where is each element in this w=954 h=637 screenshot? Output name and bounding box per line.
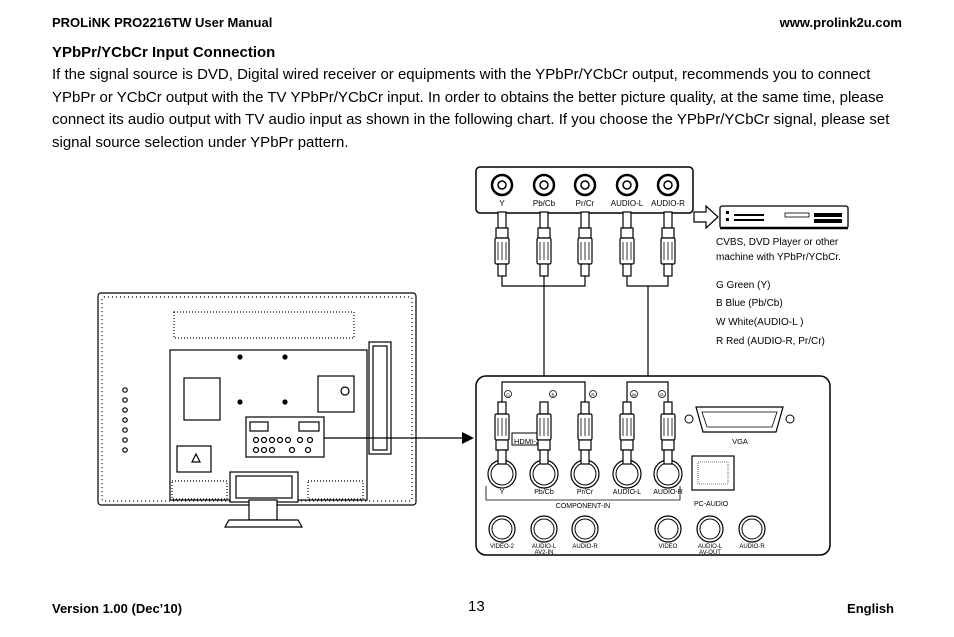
section-title: YPbPr/YCbCr Input Connection: [52, 44, 276, 61]
av2-label-audio-l: AUDIO-L: [532, 544, 557, 550]
legend-item-white: W White(AUDIO-L ): [716, 317, 803, 328]
source-jack-label-audio-l: AUDIO-L: [611, 199, 644, 208]
page-number: 13: [468, 598, 485, 615]
source-jack-label-pb: Pb/Cb: [533, 199, 556, 208]
source-jack-label-audio-r: AUDIO-R: [651, 199, 685, 208]
plug-letter-y: G: [506, 393, 510, 398]
pc-audio-port: PC-AUDIO: [691, 455, 735, 508]
arrow-to-player: [693, 204, 719, 230]
panel-cables: [501, 381, 669, 402]
avout-label-video: VIDEO: [659, 544, 678, 550]
source-jack-label-y: Y: [499, 199, 505, 208]
dvd-player-icon: [719, 205, 849, 230]
component-jacks: Y Pb/Cb Pr/Cr AUDIO-L AUDIO-R COMPONENT-…: [485, 459, 683, 510]
source-jack-audio-l: AUDIO-L: [611, 173, 644, 208]
section-paragraph: If the signal source is DVD, Digital wir…: [52, 66, 890, 151]
hdmi-label: HDMI-2: [514, 437, 540, 446]
av2-label-audio-r: AUDIO-R: [572, 544, 598, 550]
manual-title: PROLiNK PRO2216TW User Manual: [52, 15, 273, 30]
avout-label-audio-r: AUDIO-R: [739, 544, 765, 550]
player-caption-line1: CVBS, DVD Player or other: [716, 237, 839, 248]
tv-rear-illustration: [97, 292, 417, 528]
component-label-audio-l: AUDIO-L: [613, 489, 642, 496]
component-label-pr: Pr/Cr: [577, 489, 594, 496]
pc-audio-label: PC-AUDIO: [694, 501, 729, 508]
av2-sub-label: AV2-IN: [535, 550, 554, 556]
source-jack-label-pr: Pr/Cr: [576, 199, 595, 208]
av2-label-video: VIDEO-2: [490, 544, 515, 550]
color-legend: G Green (Y) B Blue (Pb/Cb) W White(AUDIO…: [716, 280, 825, 347]
legend-item-blue: B Blue (Pb/Cb): [716, 298, 783, 309]
av-out-jacks: VIDEO AUDIO-L AUDIO-R AV-OUT: [654, 515, 766, 556]
avout-sub-label: AV-OUT: [699, 550, 721, 556]
source-jack-y: Y: [490, 173, 514, 208]
plug-color-markers: G B R W R: [504, 390, 666, 398]
component-label-pb: Pb/Cb: [534, 489, 554, 496]
avout-label-audio-l: AUDIO-L: [698, 544, 723, 550]
source-jack-pr: Pr/Cr: [573, 173, 597, 208]
legend-item-green: G Green (Y): [716, 280, 770, 291]
plug-letter-audio-l: W: [632, 393, 637, 398]
av2-in-jacks: VIDEO-2 AUDIO-L AUDIO-R AV2-IN: [488, 515, 599, 556]
language-label: English: [847, 601, 894, 616]
source-jack-audio-r: AUDIO-R: [651, 173, 685, 208]
component-label-audio-r: AUDIO-R: [653, 489, 683, 496]
source-cable-plugs: [494, 211, 676, 277]
component-group-label: COMPONENT-IN: [556, 503, 610, 510]
version-label: Version 1.00 (Dec’10): [52, 601, 183, 616]
source-jack-panel: Y Pb/Cb Pr/Cr AUDIO-L AUDIO-R: [475, 166, 694, 214]
player-caption-line2: machine with YPbPr/YCbCr.: [716, 252, 841, 263]
plug-letter-pb: B: [551, 393, 554, 398]
component-label-y: Y: [500, 489, 505, 496]
vga-label: VGA: [732, 437, 748, 446]
vga-port: VGA: [684, 406, 795, 446]
source-jack-pb: Pb/Cb: [532, 173, 556, 208]
legend-item-red: R Red (AUDIO-R, Pr/Cr): [716, 336, 825, 347]
zoom-arrow: [324, 432, 474, 444]
tv-connector-panel: HDMI-2 VGA PC-AUDIO Y: [475, 375, 831, 556]
plug-letter-audio-r: R: [660, 393, 664, 398]
plug-letter-pr: R: [591, 393, 595, 398]
website-url: www.prolink2u.com: [779, 15, 902, 30]
